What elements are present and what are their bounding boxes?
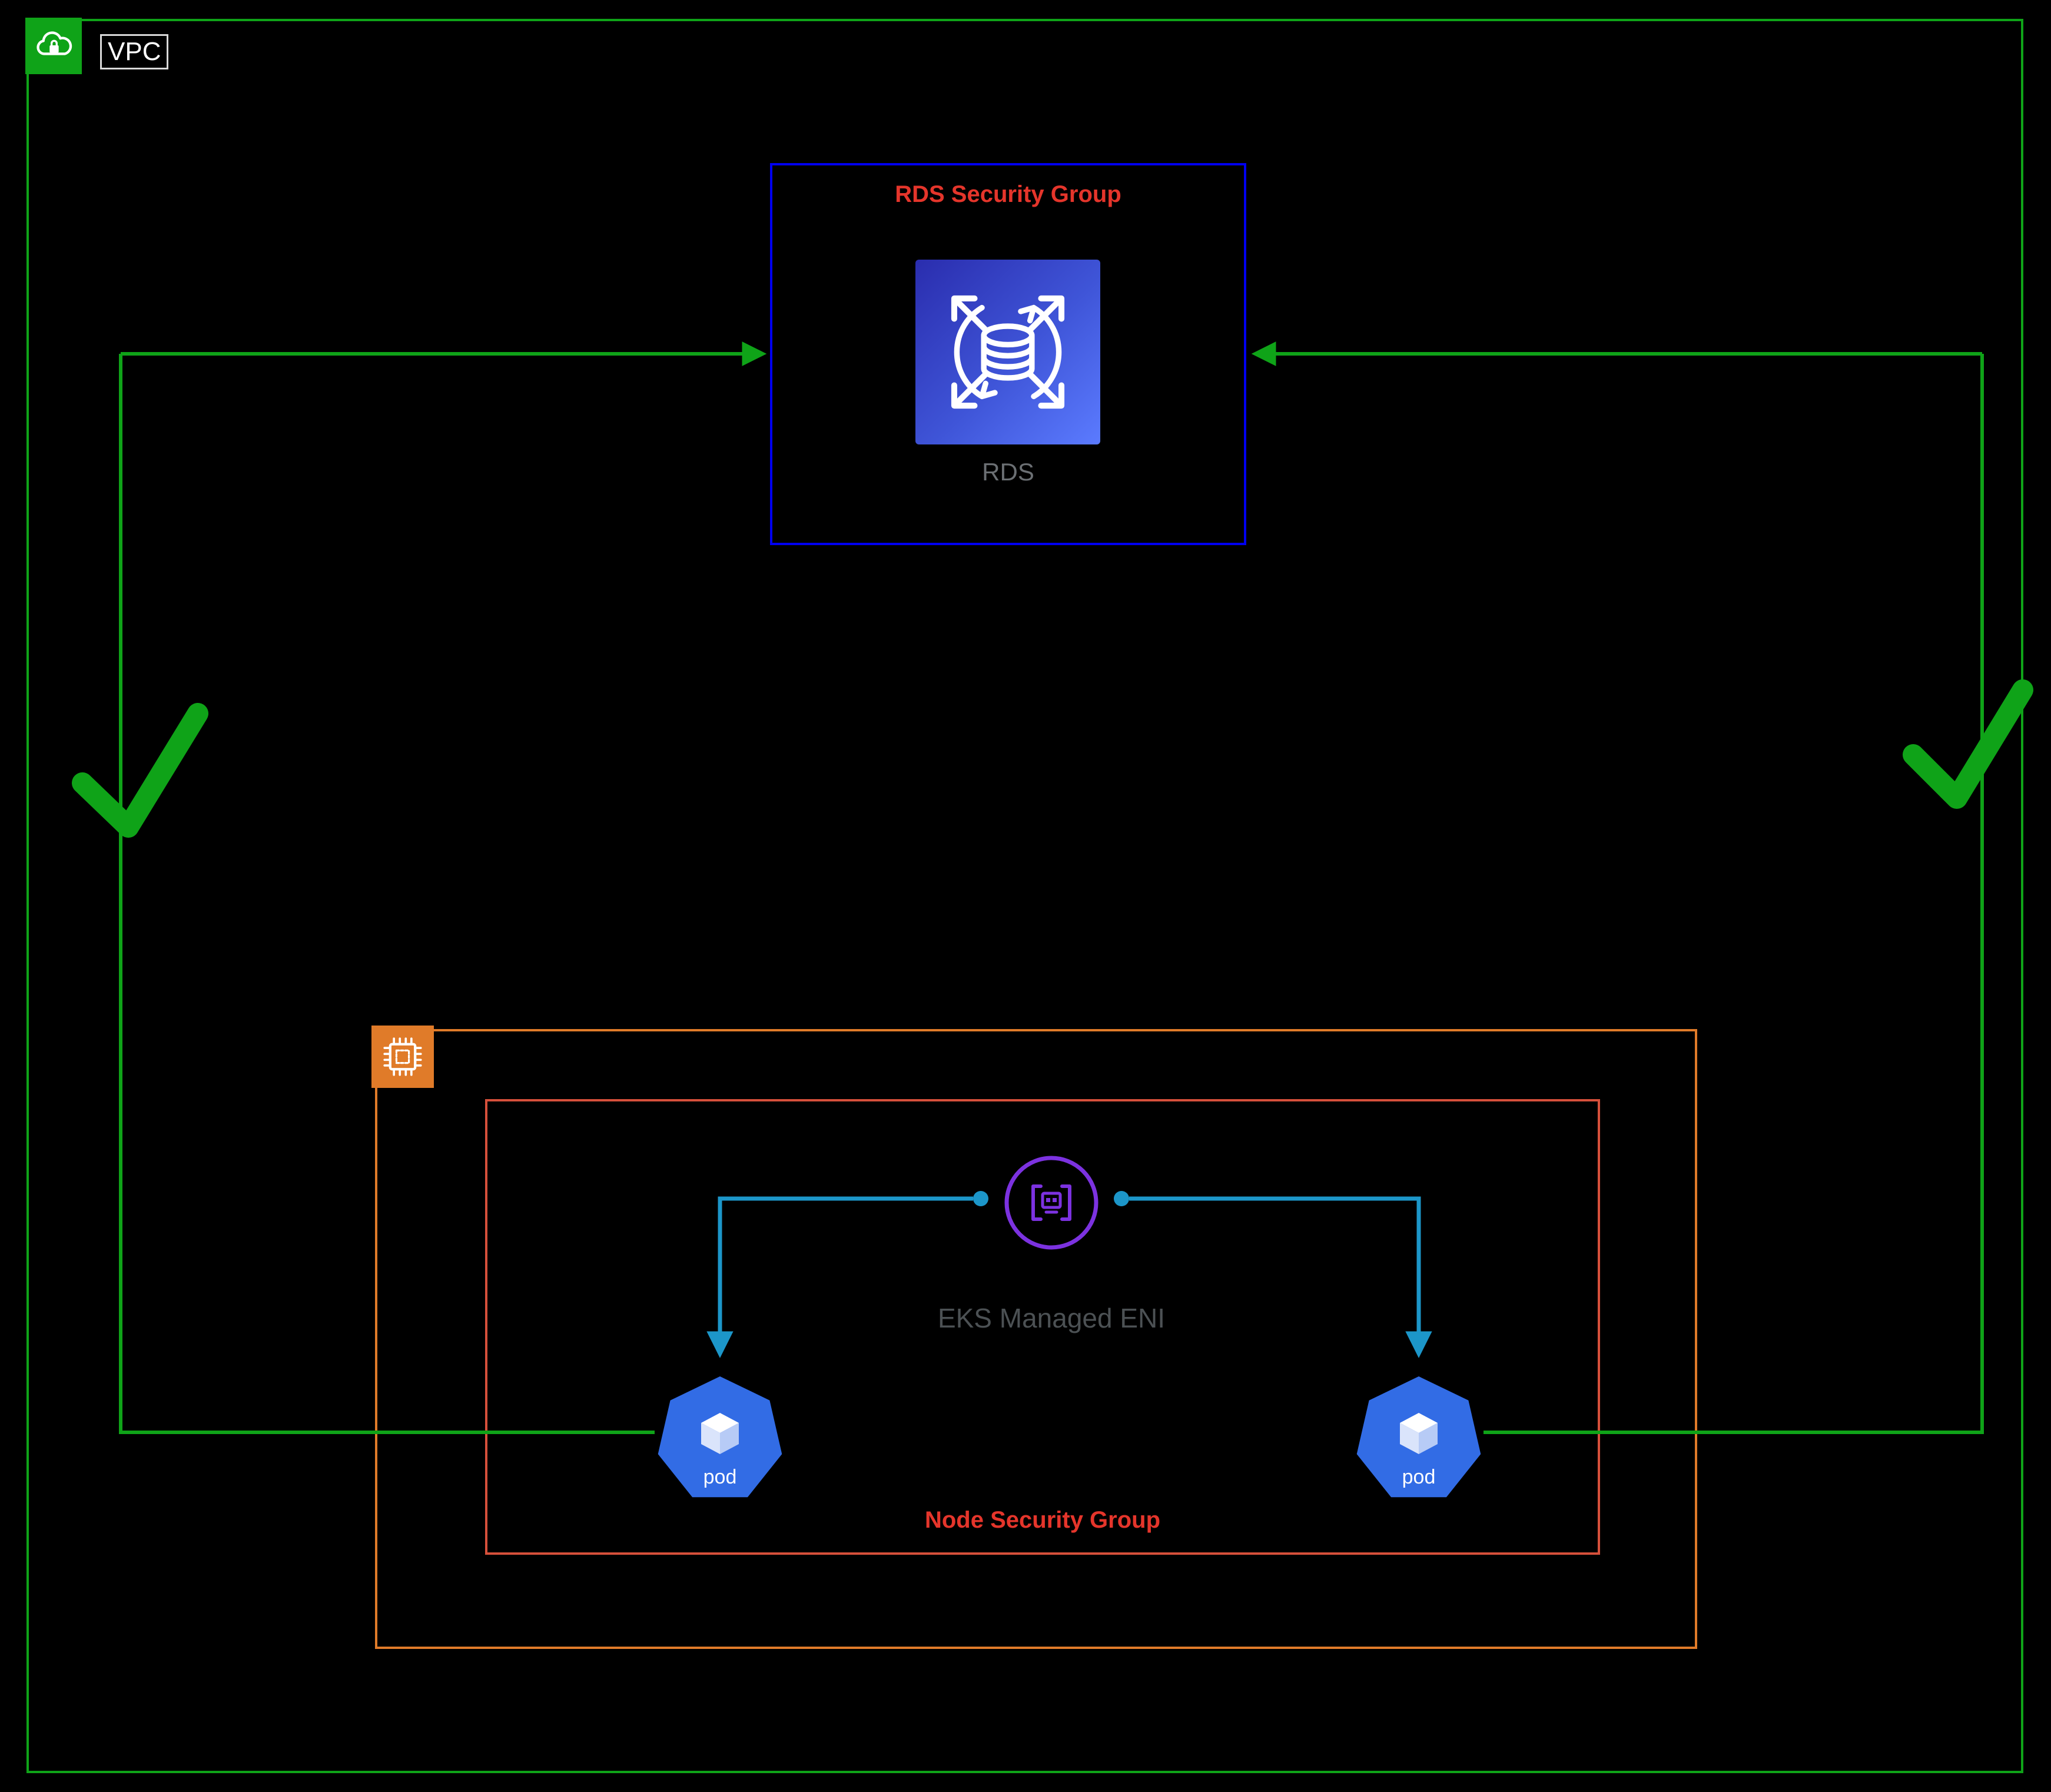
rds-service-label: RDS <box>982 458 1034 486</box>
pod-right-label: pod <box>1402 1466 1436 1488</box>
rds-security-group-boundary <box>770 163 1246 545</box>
eni-glyph <box>1004 1156 1098 1250</box>
vpc-cloud-glyph <box>36 31 72 55</box>
rds-security-group-title: RDS Security Group <box>895 181 1121 207</box>
node-security-group-title: Node Security Group <box>924 1507 1161 1533</box>
vpc-boundary <box>26 19 2023 1773</box>
pod-right: pod <box>1351 1372 1486 1508</box>
pod-left-label: pod <box>703 1466 737 1488</box>
pod-left-icon: pod <box>658 1376 782 1498</box>
eni-label: EKS Managed ENI <box>937 1303 1166 1333</box>
pod-right-icon: pod <box>1356 1376 1481 1498</box>
vpc-icon <box>25 18 82 74</box>
rds-glyph <box>951 295 1065 409</box>
ec2-chip-icon <box>371 1026 434 1088</box>
eni-icon <box>1000 1151 1103 1255</box>
rds-icon <box>915 260 1100 444</box>
ec2-chip-glyph <box>383 1037 422 1076</box>
vpc-label: VPC <box>100 34 169 69</box>
pod-left: pod <box>652 1372 788 1508</box>
